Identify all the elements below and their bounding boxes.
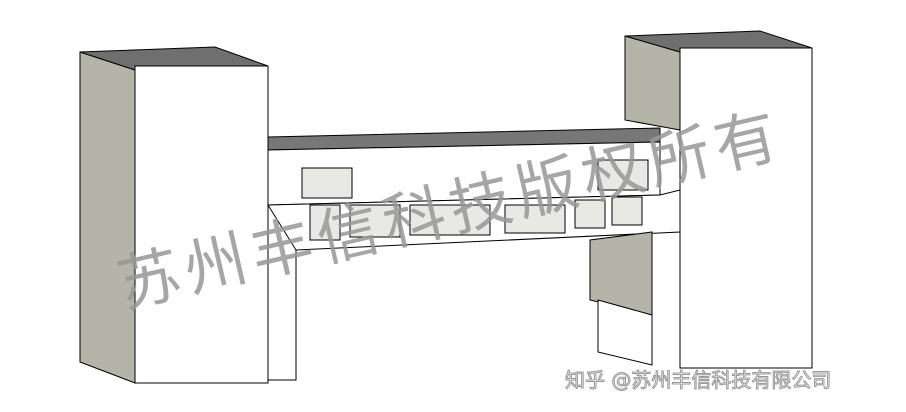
left-cabinet [79,46,297,384]
right-cabinet [589,30,813,369]
cross-beam [267,127,681,251]
credit-text: 知乎 @苏州丰信科技有限公司 [564,368,832,393]
